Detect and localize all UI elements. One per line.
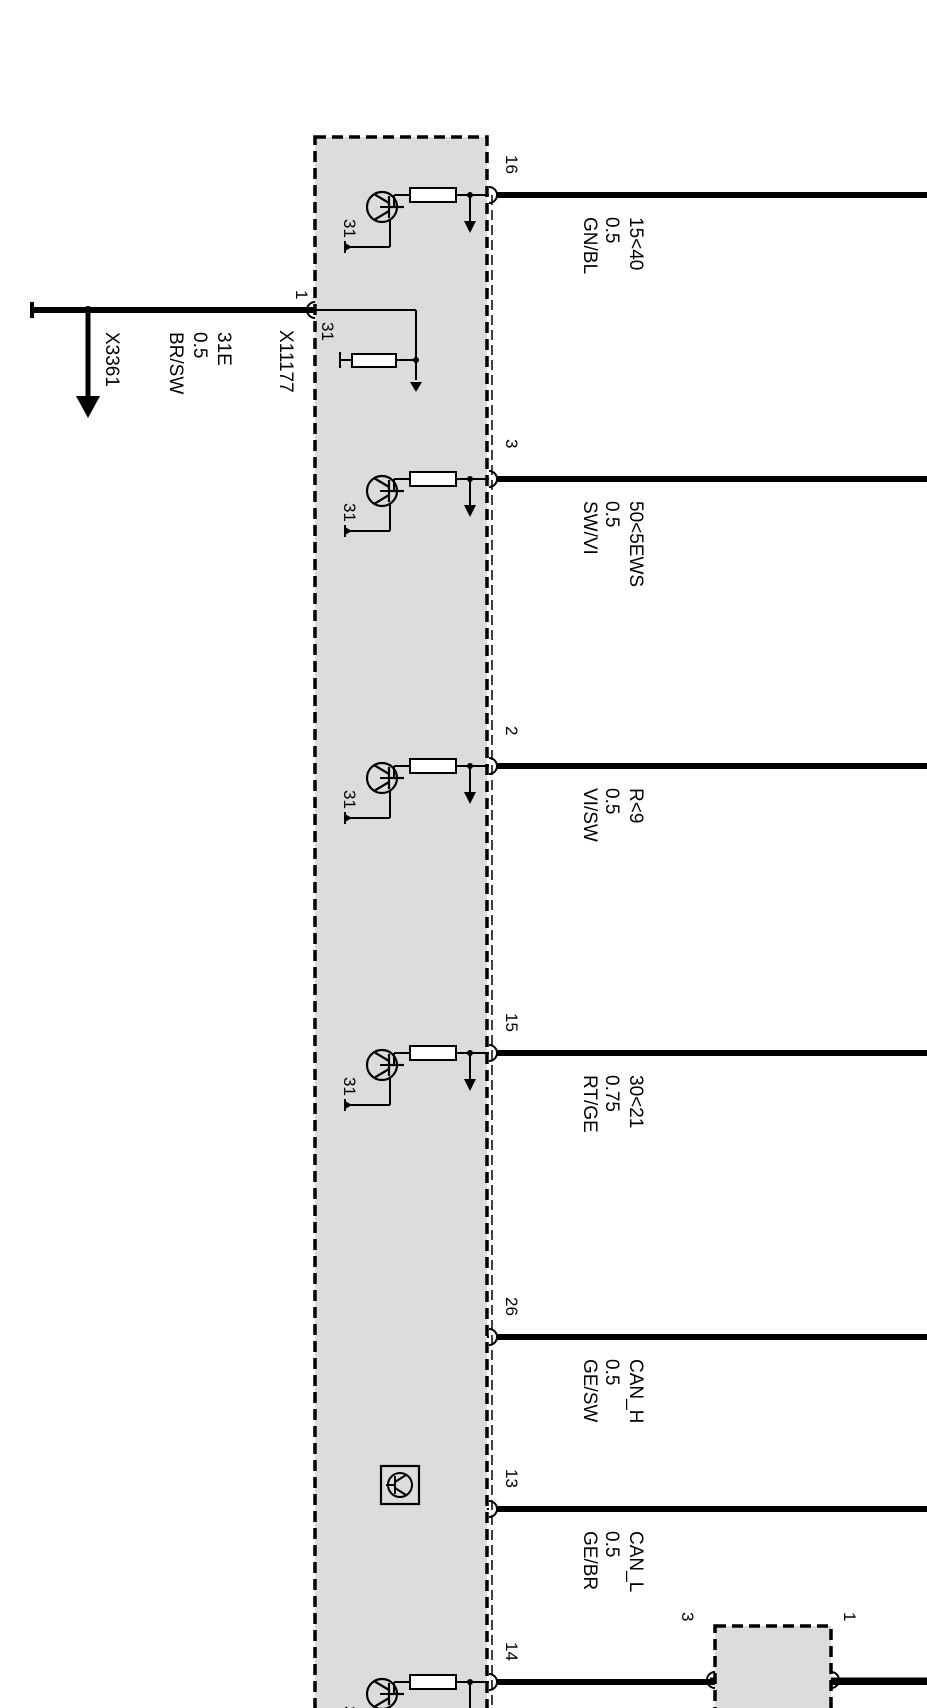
signal-label: 15<40 bbox=[625, 217, 646, 270]
control-module-box bbox=[313, 135, 489, 1708]
pin-number: 16 bbox=[502, 155, 521, 174]
resistor-icon bbox=[409, 471, 457, 487]
wire-color-label: VI/SW bbox=[579, 788, 600, 842]
supply-ground-label: 31 bbox=[318, 322, 337, 341]
arrow-down-icon bbox=[464, 792, 476, 804]
ground-label: 31 bbox=[340, 790, 359, 809]
secondary-module-box bbox=[713, 1624, 833, 1708]
signal-label: CAN_H bbox=[625, 1359, 646, 1423]
resistor-icon bbox=[409, 187, 457, 203]
supply-color-label: BR/SW bbox=[165, 332, 186, 394]
gauge-label: 0.5 bbox=[601, 217, 622, 243]
wire-color-label: GE/SW bbox=[579, 1359, 600, 1422]
signal-label: 50<5EWS bbox=[625, 501, 646, 587]
supply-pin-number: 1 bbox=[292, 290, 311, 299]
wire-color-label: GE/BR bbox=[579, 1531, 600, 1590]
supply-connector-label: X11177 bbox=[275, 330, 296, 393]
ground-connector-label: X3361 bbox=[101, 332, 122, 387]
connector-pin-icon bbox=[488, 1500, 498, 1518]
arrow-down-icon bbox=[464, 505, 476, 517]
connector-pin-icon bbox=[488, 470, 498, 488]
connector-pin-icon bbox=[488, 1044, 498, 1062]
pin-number: 14 bbox=[502, 1642, 521, 1661]
connector-pin-icon bbox=[488, 1328, 498, 1346]
pin-number: 13 bbox=[502, 1469, 521, 1488]
supply-gauge-label: 0.5 bbox=[189, 332, 210, 358]
arrow-down-icon bbox=[464, 1079, 476, 1091]
connector-pin-icon bbox=[488, 1673, 498, 1691]
ground-label: 31 bbox=[340, 1706, 359, 1708]
gauge-label: 0.5 bbox=[601, 1531, 622, 1557]
supply-pin-group bbox=[30, 301, 422, 418]
wire-color-label: GN/BL bbox=[579, 217, 600, 274]
pin-number: 26 bbox=[502, 1297, 521, 1316]
gauge-label: 0.5 bbox=[601, 1359, 622, 1385]
ground-label: 31 bbox=[340, 1077, 359, 1096]
output-channel: 31 16 15<400.5GN/BL bbox=[340, 155, 927, 274]
signal-label: CAN_L bbox=[625, 1531, 646, 1592]
secondary-pin-right: 1 bbox=[840, 1612, 859, 1621]
gauge-label: 0.5 bbox=[601, 788, 622, 814]
wire-color-label: RT/GE bbox=[579, 1075, 600, 1133]
ground-label: 31 bbox=[340, 503, 359, 522]
pin-number: 15 bbox=[502, 1013, 521, 1032]
output-channel: 31 2R<90.5VI/SW bbox=[340, 726, 927, 842]
signal-label: R<9 bbox=[625, 788, 646, 823]
resistor-icon bbox=[409, 758, 457, 774]
arrow-down-icon bbox=[464, 221, 476, 233]
resistor-icon bbox=[409, 1674, 457, 1690]
signal-label: 30<21 bbox=[625, 1075, 646, 1128]
supply-signal-label: 31E bbox=[213, 332, 234, 366]
connector-pin-icon bbox=[488, 186, 498, 204]
gauge-label: 0.5 bbox=[601, 501, 622, 527]
pin-number: 3 bbox=[502, 439, 521, 448]
electronics-symbol-icon bbox=[379, 1464, 421, 1506]
ground-label: 31 bbox=[340, 219, 359, 238]
gauge-label: 0.75 bbox=[601, 1075, 622, 1112]
pin-number: 2 bbox=[502, 726, 521, 735]
connector-pin-icon bbox=[488, 757, 498, 775]
resistor-icon bbox=[409, 1045, 457, 1061]
wire-color-label: SW/VI bbox=[579, 501, 600, 555]
secondary-pin-left: 3 bbox=[678, 1612, 697, 1621]
